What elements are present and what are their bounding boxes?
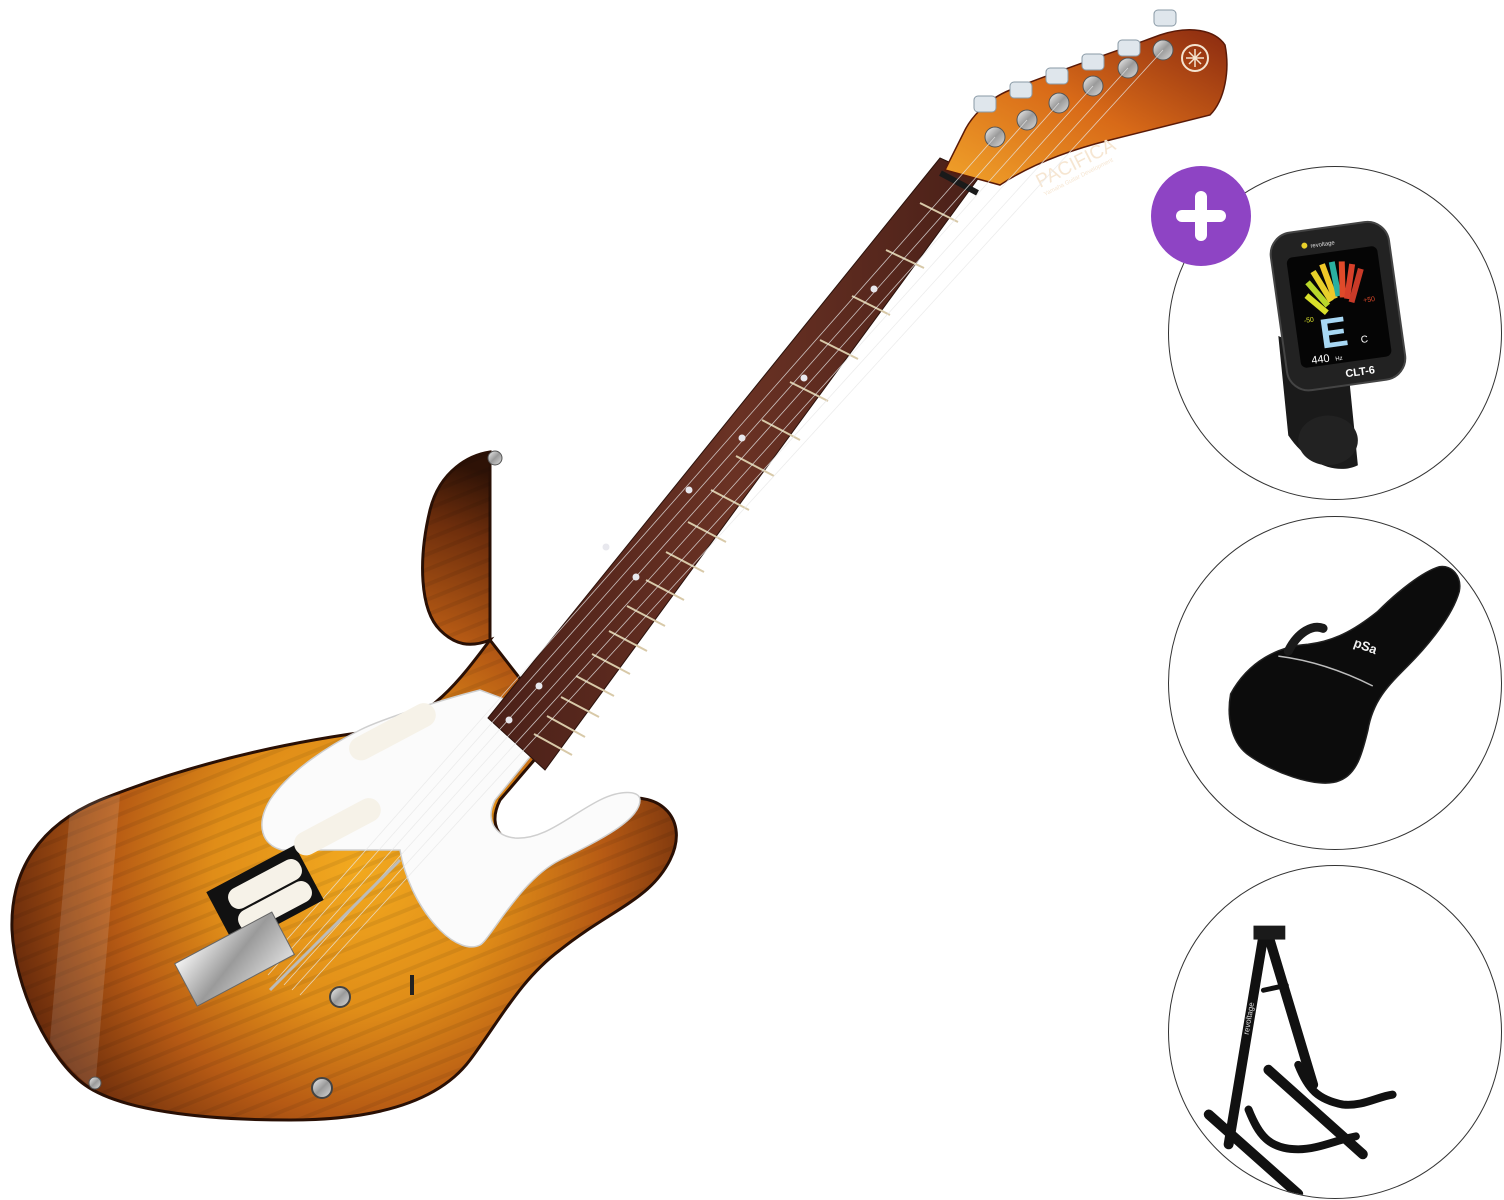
svg-text:Hz: Hz [1335,356,1343,363]
svg-text:C: C [1360,334,1369,346]
clip-tuner-image: E C -50 +50 440 Hz CLT-6 revoltage [1269,220,1407,469]
svg-text:440: 440 [1311,353,1331,367]
accessory-stand-circle[interactable]: revoltage [1168,865,1502,1199]
pickups [206,703,436,947]
bundle-plus-badge [1151,166,1251,266]
tremolo-arm [268,858,402,992]
tremolo-bridge [174,911,296,1007]
strap-button-icon [487,450,503,466]
volume-knob [329,986,351,1008]
tuning-fork-logo-icon [1181,44,1209,72]
tone-knob [311,1077,333,1099]
strings [259,49,1164,996]
fretboard [487,157,989,771]
gig-bag-image: pSa [1228,565,1461,784]
pickup-selector [410,975,414,995]
svg-text:-50: -50 [1304,317,1315,325]
electric-guitar-image: PACIFICA Yamaha Guitar Development [10,9,1228,1122]
tuner-note-display: E [1317,307,1351,357]
accessory-gig-bag-circle[interactable]: pSa [1168,516,1502,850]
svg-text:+50: +50 [1363,296,1376,305]
accessory-tuner-circle[interactable]: E C -50 +50 440 Hz CLT-6 revoltage [1168,166,1502,500]
tuner-model-label: CLT-6 [1345,364,1376,380]
guitar-stand-image: revoltage [1203,925,1397,1198]
svg-text:revoltage: revoltage [1310,240,1336,249]
